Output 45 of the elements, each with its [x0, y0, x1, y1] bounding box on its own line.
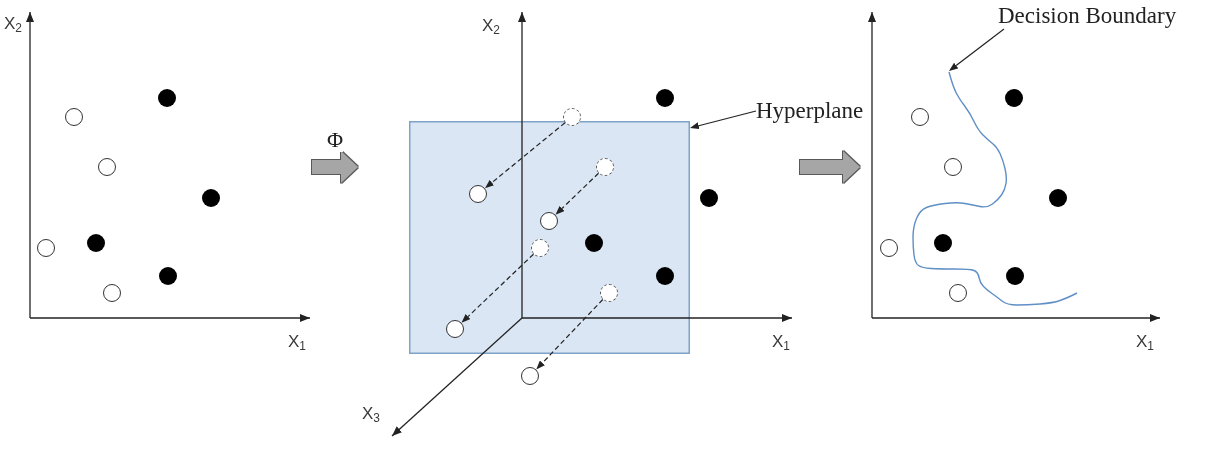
filled-circle-marker — [159, 267, 177, 285]
block-arrow — [800, 151, 860, 183]
block-arrow — [312, 151, 358, 183]
dashed-arrow — [461, 253, 535, 323]
filled-circle-marker — [158, 89, 176, 107]
leader-arrow — [949, 28, 1005, 71]
axis-label: X$_{1}$ — [288, 332, 306, 352]
hollow-circle-marker — [103, 284, 121, 302]
filled-circle-marker — [87, 234, 105, 252]
hollow-circle-marker — [65, 108, 83, 126]
hollow-circle-marker — [469, 185, 487, 203]
annotation-label: Decision Boundary — [998, 3, 1177, 29]
axis-label: X$_{3}$ — [362, 404, 380, 424]
leader-arrow — [690, 110, 757, 130]
filled-circle-marker — [656, 89, 674, 107]
dashed-circle-marker — [596, 158, 614, 176]
hyperplane — [409, 121, 690, 354]
axis-label: X$_{2}$ — [4, 14, 22, 34]
dashed-arrow — [536, 298, 604, 370]
filled-circle-marker — [700, 189, 718, 207]
axis-label: X$_{1}$ — [1136, 332, 1154, 352]
dashed-arrow — [484, 122, 566, 189]
filled-circle-marker — [1005, 89, 1023, 107]
axis-label: X$_{1}$ — [772, 332, 790, 352]
filled-circle-marker — [585, 234, 603, 252]
filled-circle-marker — [1006, 267, 1024, 285]
hollow-circle-marker — [944, 158, 962, 176]
dashed-circle-marker — [563, 108, 581, 126]
dashed-arrow — [555, 172, 600, 215]
filled-circle-marker — [1049, 189, 1067, 207]
hollow-circle-marker — [911, 108, 929, 126]
filled-circle-marker — [934, 234, 952, 252]
annotation-label: Hyperplane — [756, 98, 864, 124]
hollow-circle-marker — [521, 367, 539, 385]
filled-circle-marker — [656, 267, 674, 285]
filled-circle-marker — [202, 189, 220, 207]
dashed-circle-marker — [600, 284, 618, 302]
hollow-circle-marker — [446, 320, 464, 338]
dashed-circle-marker — [531, 239, 549, 257]
hollow-circle-marker — [540, 212, 558, 230]
hollow-circle-marker — [949, 284, 967, 302]
axis-label: X$_{2}$ — [482, 16, 500, 36]
hollow-circle-marker — [880, 239, 898, 257]
hollow-circle-marker — [37, 239, 55, 257]
hollow-circle-marker — [98, 158, 116, 176]
